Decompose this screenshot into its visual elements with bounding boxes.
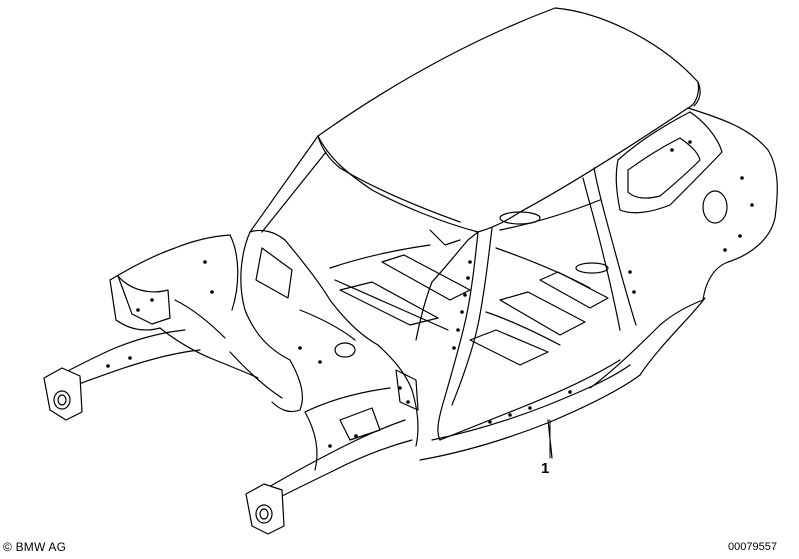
document-number: 00079557 — [728, 541, 777, 553]
front-rail-right — [245, 387, 413, 535]
roof-panel — [317, 7, 701, 233]
b-pillar — [437, 227, 621, 441]
firewall — [229, 231, 379, 413]
floor-pan — [329, 199, 609, 366]
copyright-label: © BMW AG — [3, 540, 67, 554]
a-pillar-lower — [377, 281, 433, 447]
part-number-callout: 1 — [541, 460, 550, 477]
mounting-holes — [106, 140, 754, 448]
front-rail-left — [43, 234, 259, 421]
rear-quarter-panel — [582, 107, 778, 389]
side-sill — [419, 297, 706, 461]
